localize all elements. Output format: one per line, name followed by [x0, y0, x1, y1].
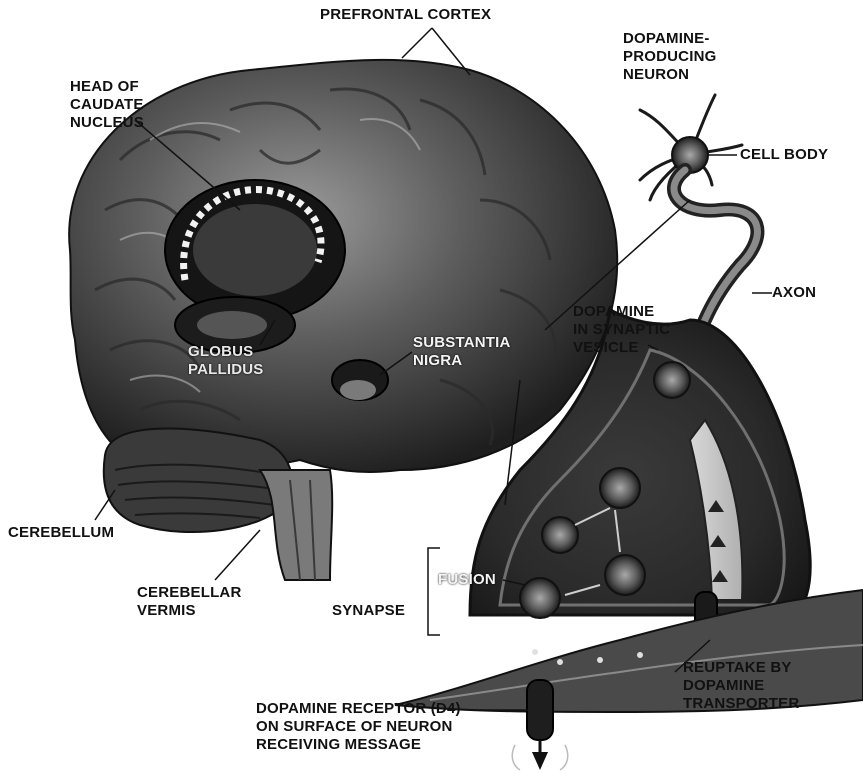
- label-fusion: FUSION: [438, 571, 496, 589]
- label-dopamine-producing-neuron: DOPAMINE- PRODUCING NEURON: [623, 30, 716, 84]
- label-cerebellar-vermis: CEREBELLAR VERMIS: [137, 584, 242, 620]
- label-reuptake-by-dopamine-transporter: REUPTAKE BY DOPAMINE TRANSPORTER: [683, 659, 799, 713]
- label-axon: AXON: [772, 284, 816, 302]
- label-synapse: SYNAPSE: [332, 602, 405, 620]
- label-cerebellum: CEREBELLUM: [8, 524, 114, 542]
- label-head-of-caudate-nucleus: HEAD OF CAUDATE NUCLEUS: [70, 78, 144, 132]
- label-prefrontal-cortex: PREFRONTAL CORTEX: [320, 6, 491, 24]
- label-cell-body: CELL BODY: [740, 146, 828, 164]
- label-globus-pallidus: GLOBUS PALLIDUS: [188, 343, 264, 379]
- label-substantia-nigra: SUBSTANTIA NIGRA: [413, 334, 511, 370]
- label-dopamine-in-synaptic-vesicle: DOPAMINE IN SYNAPTIC VESICLE: [573, 303, 670, 357]
- label-dopamine-receptor-d4: DOPAMINE RECEPTOR (D4) ON SURFACE OF NEU…: [256, 700, 461, 754]
